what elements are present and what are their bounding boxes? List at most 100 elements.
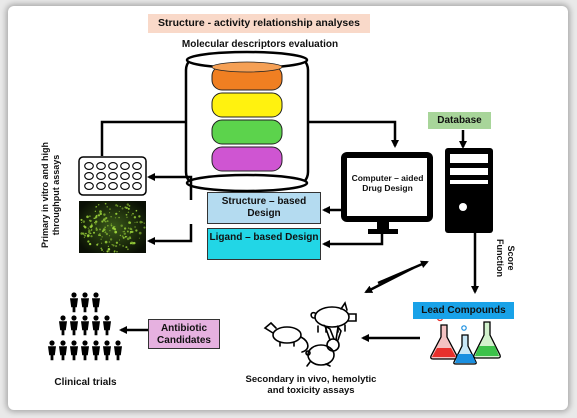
micro-speck	[94, 210, 97, 212]
micro-speck	[112, 244, 114, 246]
person-icon	[103, 315, 111, 336]
well	[96, 182, 106, 190]
micro-speck	[123, 232, 127, 235]
micro-speck	[90, 229, 93, 232]
micro-speck	[87, 240, 90, 243]
micro-speck	[114, 230, 118, 234]
micro-speck	[87, 230, 91, 234]
micro-speck	[139, 220, 143, 224]
lead-compounds-label: Lead Compounds	[421, 305, 506, 316]
database-label: Database	[437, 115, 482, 126]
micro-speck	[128, 236, 132, 239]
micro-speck	[88, 215, 91, 218]
micro-speck	[100, 247, 103, 250]
micro-speck	[113, 228, 117, 231]
micro-speck	[143, 226, 146, 229]
clinical-trials-label: Clinical trials	[54, 377, 117, 388]
micro-speck	[99, 228, 101, 231]
micro-speck	[90, 232, 92, 234]
micro-speck	[84, 234, 86, 237]
micro-speck	[131, 214, 133, 216]
well	[84, 182, 94, 190]
micro-speck	[101, 230, 104, 233]
well	[132, 172, 142, 180]
micro-speck	[108, 251, 110, 253]
micro-speck	[129, 242, 132, 245]
micro-speck	[126, 230, 129, 233]
micro-speck	[115, 204, 118, 207]
micro-speck	[106, 206, 108, 208]
person-icon	[70, 340, 78, 361]
person-icon	[59, 340, 67, 361]
micro-speck	[115, 212, 118, 215]
micro-speck	[93, 231, 95, 234]
micro-speck	[127, 248, 129, 251]
micro-speck	[102, 228, 106, 231]
lead-compounds-box: Lead Compounds	[413, 302, 514, 319]
micro-speck	[118, 216, 120, 219]
micro-speck	[109, 238, 113, 241]
micro-speck	[136, 221, 138, 223]
micro-speck	[108, 241, 111, 243]
micro-speck	[83, 225, 86, 228]
well	[120, 162, 130, 170]
micro-speck	[88, 229, 91, 232]
people-icon	[48, 292, 122, 361]
well-plate-icon	[78, 156, 147, 196]
micro-speck	[110, 224, 112, 226]
micro-speck	[123, 227, 127, 230]
person-icon	[70, 292, 78, 313]
database-box: Database	[428, 112, 491, 129]
micro-speck	[110, 223, 113, 225]
micro-speck	[94, 223, 97, 225]
person-icon	[81, 340, 89, 361]
micro-speck	[118, 210, 120, 212]
micro-speck	[80, 222, 83, 224]
person-icon	[114, 340, 122, 361]
micro-speck	[115, 245, 118, 248]
well	[108, 162, 118, 170]
subtitle-text: Molecular descriptors evaluation	[181, 39, 339, 50]
well	[84, 162, 94, 170]
micro-speck	[101, 236, 103, 238]
person-icon	[59, 315, 67, 336]
micro-speck	[104, 226, 106, 228]
pig-icon	[310, 301, 357, 333]
flask-blue-icon	[453, 325, 477, 365]
micro-speck	[104, 240, 108, 244]
micro-speck	[80, 232, 83, 235]
person-icon	[81, 292, 89, 313]
flask-green-icon	[473, 304, 501, 359]
micro-speck	[95, 228, 98, 231]
person-icon	[92, 340, 100, 361]
micro-speck	[99, 212, 102, 216]
score-function-label: Score Function	[495, 239, 516, 277]
micro-speck	[125, 213, 128, 216]
micro-speck	[116, 250, 118, 253]
secondary-assays-label: Secondary in vivo, hemolytic and toxicit…	[245, 374, 377, 396]
well	[84, 172, 94, 180]
primary-assays-label: Primary in vitro and high throughput ass…	[40, 141, 61, 249]
micro-speck	[91, 223, 93, 225]
micro-speck	[134, 226, 137, 228]
person-icon	[92, 292, 100, 313]
micro-speck	[127, 227, 130, 229]
person-icon	[103, 340, 111, 361]
micro-speck	[128, 205, 131, 207]
well	[108, 182, 118, 190]
micro-speck	[105, 232, 109, 236]
micro-speck	[98, 204, 100, 206]
structure-design-box: Structure – based Design	[207, 192, 321, 224]
micro-speck	[104, 220, 106, 223]
micro-speck	[122, 231, 124, 233]
micro-speck	[90, 224, 93, 228]
micro-speck	[89, 219, 92, 223]
micro-speck	[100, 238, 102, 240]
micro-speck	[121, 207, 124, 210]
micro-speck	[122, 245, 124, 247]
micro-speck	[122, 236, 125, 239]
database-stack-icon	[184, 50, 310, 193]
micro-speck	[104, 202, 107, 205]
micro-speck	[110, 216, 112, 218]
micro-speck	[94, 222, 96, 224]
